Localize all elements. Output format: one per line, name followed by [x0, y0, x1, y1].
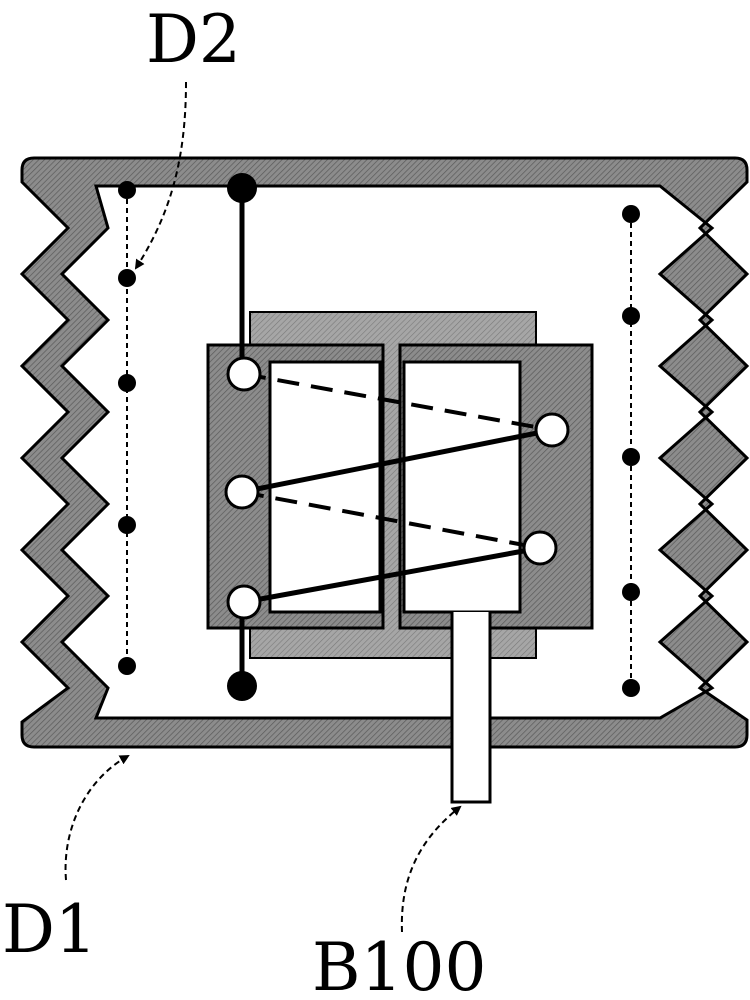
label-d1: D1 [2, 891, 97, 968]
housing-d1 [19, 156, 750, 749]
terminal-right-top [534, 412, 570, 448]
b100-lead-tab [450, 612, 492, 804]
d2-pointer-arrow [134, 81, 187, 270]
d1-pointer-arrow [64, 755, 130, 881]
terminal-left-bottom [226, 584, 262, 620]
label-d2: D2 [146, 1, 241, 78]
d2-left-dot [118, 269, 136, 287]
coil-back-turn-1 [243, 372, 553, 432]
core-window-left [268, 360, 382, 614]
d2-left-dot [118, 374, 136, 392]
terminal-right-bottom [522, 530, 558, 566]
coil-back-turn-2 [241, 490, 541, 550]
d2-right-dot [622, 205, 640, 223]
core-window-right [402, 360, 522, 614]
d2-left-dot [118, 516, 136, 534]
b100-pointer-arrow [400, 805, 462, 933]
d2-right-dot [622, 448, 640, 466]
node-top [227, 173, 257, 203]
terminal-left-top [226, 356, 262, 392]
d2-right-dot [622, 583, 640, 601]
coil-front-turn-2 [243, 545, 541, 605]
d2-left-dot [118, 657, 136, 675]
label-b100: B100 [312, 929, 486, 1000]
d2-right-dot [622, 679, 640, 697]
coil-front-turn-1 [241, 427, 553, 495]
terminal-left-mid [224, 474, 260, 510]
d2-left-dot [118, 181, 136, 199]
d2-right-dot [622, 307, 640, 325]
node-bottom [227, 671, 257, 701]
